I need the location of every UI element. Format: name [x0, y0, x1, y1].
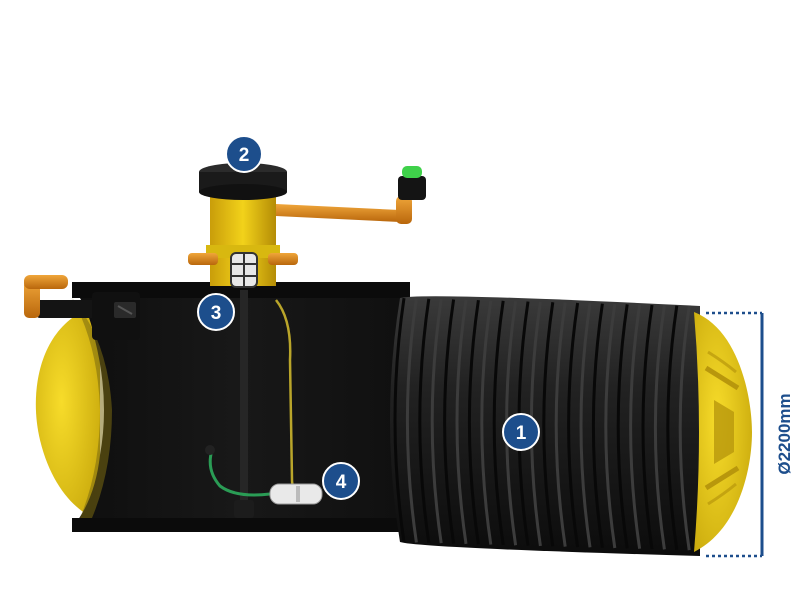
tank-rib	[455, 299, 468, 545]
diameter-label: Ø2200mm	[775, 393, 794, 474]
tank-rib	[554, 302, 567, 547]
tank-rib	[678, 305, 691, 551]
right-end-dome	[694, 312, 752, 552]
tank-rib	[604, 303, 617, 549]
tank-rib	[405, 298, 418, 543]
tank-rib	[641, 304, 654, 550]
marker-3-label: 3	[211, 303, 222, 324]
tank-rib	[393, 297, 406, 543]
tank-rib	[629, 304, 642, 549]
marker-3: 3	[197, 293, 235, 331]
interior-equipment	[205, 290, 323, 518]
tank-rib	[480, 300, 493, 545]
left-end-cap	[35, 305, 100, 520]
access-shaft	[188, 163, 298, 288]
diameter-dimension: Ø2200mm	[706, 311, 794, 558]
marker-4-label: 4	[336, 472, 347, 493]
tank-rib	[579, 303, 592, 548]
tank-cutaway-interior	[72, 282, 410, 532]
tank-rib	[616, 304, 629, 549]
marker-2-label: 2	[239, 145, 250, 166]
tank-rib	[666, 305, 679, 550]
marker-2: 2	[225, 135, 263, 173]
marker-1-label: 1	[516, 423, 527, 444]
tank-rib	[542, 302, 555, 547]
tank-rib	[567, 302, 580, 548]
signal-pipe	[276, 166, 426, 224]
marker-1: 1	[502, 413, 540, 451]
marker-4: 4	[322, 462, 360, 500]
tank-rib	[591, 303, 604, 548]
tank-rib	[492, 300, 505, 546]
tank-rib	[443, 299, 456, 544]
tank-rib	[467, 299, 480, 545]
tank-rib	[430, 298, 443, 544]
tank-ribs	[393, 297, 691, 551]
tank-rib	[653, 305, 666, 550]
tank-ribbed-body	[390, 296, 700, 556]
tank-rib	[418, 298, 431, 544]
inlet-pipe	[24, 275, 140, 340]
